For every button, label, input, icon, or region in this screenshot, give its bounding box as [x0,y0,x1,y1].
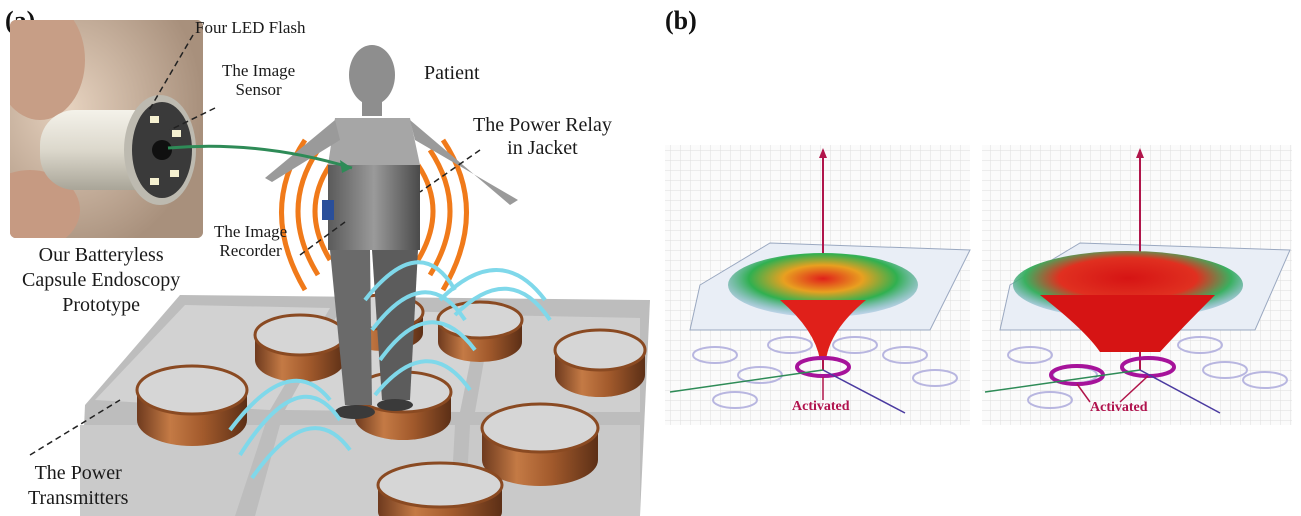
panel-b-label: (b) [665,6,697,35]
single-coil-simulation [665,145,971,425]
power-relay-label: The Power Relay in Jacket [473,114,612,159]
capsule-caption: Our Batteryless Capsule Endoscopy Protot… [22,244,181,316]
dual-coil-simulation [982,145,1292,425]
capsule-pointer-arrow [167,144,353,170]
left-activated-label: Activated [792,399,850,414]
right-activated-label: Activated [1090,400,1148,415]
arrow-head [340,160,352,173]
power-transmitters-label: The Power Transmitters [28,462,129,509]
patient-figure [265,45,518,419]
image-recorder-label: The Image Recorder [214,222,288,260]
transmitter-field-arcs [228,260,552,480]
wireless-power-scene [29,34,650,516]
image-sensor-label: The Image Sensor [222,61,296,99]
four-led-flash-label: Four LED Flash [195,18,306,37]
leader-lines [29,34,481,456]
power-transmitter-coils [135,293,647,516]
capsule-photo [10,20,203,238]
patient-label: Patient [424,62,480,84]
